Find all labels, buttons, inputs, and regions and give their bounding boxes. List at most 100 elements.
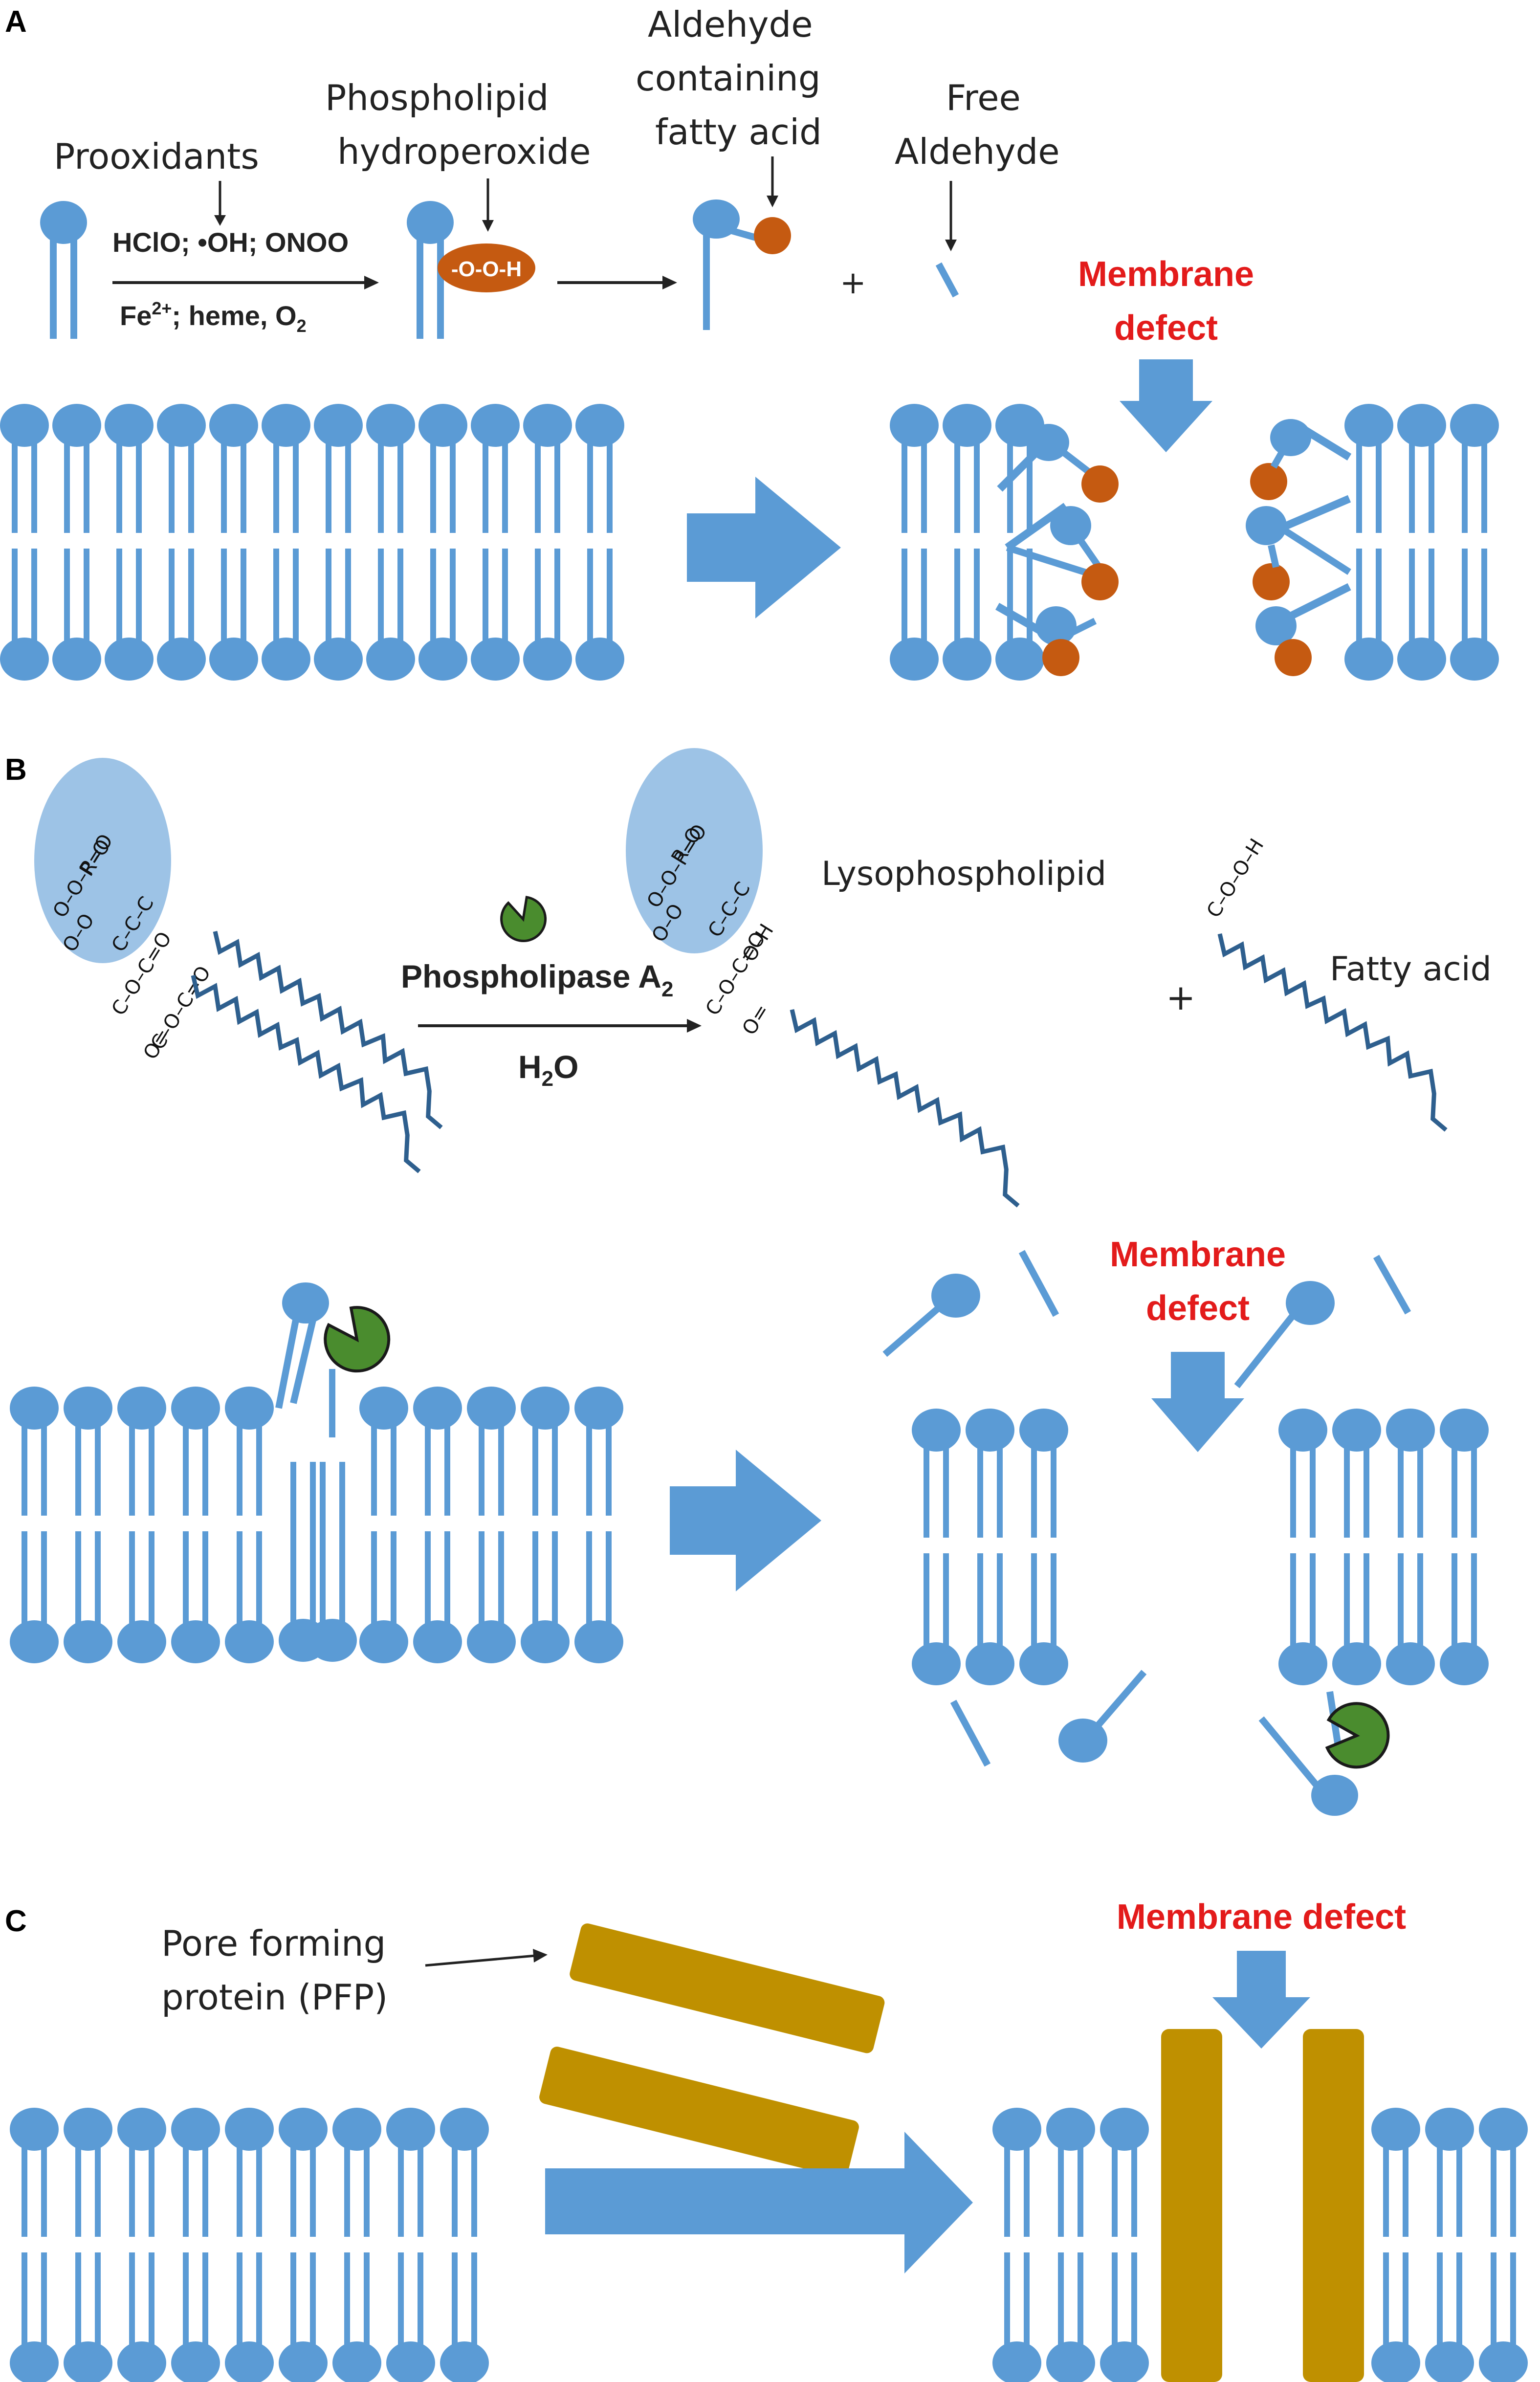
phospholipid-column xyxy=(966,1409,1014,1685)
hydroperoxide-bubble xyxy=(438,243,535,292)
phospholipid-hydroperoxide-label-1: Phospholipid xyxy=(325,77,549,118)
reagents-top: HClO; •OH; ONOO xyxy=(112,227,349,258)
prooxidants-group: Prooxidants xyxy=(54,136,259,226)
phospholipid-column xyxy=(1479,2108,1528,2382)
intact-bilayer-a xyxy=(0,404,624,681)
process-arrow-a xyxy=(687,477,841,618)
phospholipid-column xyxy=(1386,1409,1435,1685)
membrane-defect-b-1: Membrane xyxy=(1110,1235,1286,1274)
phospholipid-column xyxy=(171,2108,220,2382)
phospholipid-column xyxy=(1332,1409,1381,1685)
pfp-pore-right xyxy=(1303,2029,1364,2382)
hydroperoxide-group: Phospholipid hydroperoxide -O-O-H xyxy=(325,77,591,339)
phospholipid-column xyxy=(418,404,467,681)
phospholipid-column xyxy=(440,2108,489,2382)
pfp-label-2: protein (PFP) xyxy=(161,1977,388,2018)
panel-label-a: A xyxy=(5,5,27,39)
lysophospholipid-molecule: O–O–P=O R–O O–O C–C–C O–H C–O–C=O O= xyxy=(626,748,1020,1208)
svg-text:O=: O= xyxy=(738,1000,773,1039)
phospholipase-label: Phospholipase A2 xyxy=(401,958,673,1001)
phospholipid-column xyxy=(171,1387,220,1663)
membrane-defect-a-1: Membrane xyxy=(1078,255,1254,294)
free-aldehyde-group: Free Aldehyde xyxy=(895,77,1060,298)
plus-b: + xyxy=(1166,977,1195,1018)
phospholipid-column xyxy=(575,404,624,681)
phospholipid-column xyxy=(1100,2108,1149,2382)
membrane-defect-a-2: defect xyxy=(1114,309,1218,348)
phospholipid-column xyxy=(225,2108,274,2382)
aldehyde-label-1: Aldehyde xyxy=(648,4,813,45)
phospholipid-column xyxy=(467,1387,516,1663)
phospholipid-column xyxy=(386,2108,435,2382)
phosphatidylcholine: O–O–P=O R–O O–O C–C–C C–O–C=O C–O–C=O O= xyxy=(34,758,443,1173)
pfp-protein-1 xyxy=(570,1923,885,2053)
damaged-bilayer-a xyxy=(890,404,1499,681)
phospholipid-column xyxy=(359,1387,408,1663)
aldehyde-circle xyxy=(754,217,791,254)
phospholipid-column xyxy=(1046,2108,1095,2382)
water-label: H2O xyxy=(518,1049,579,1091)
aldehyde-fatty-acid-group: Aldehyde containing fatty acid xyxy=(636,4,822,330)
free-aldehyde-stick xyxy=(935,262,959,298)
phospholipid-column xyxy=(413,1387,462,1663)
pfp-protein-2 xyxy=(539,2047,859,2178)
phospholipid-column xyxy=(992,2108,1041,2382)
pore-bilayer-c xyxy=(992,2108,1528,2382)
phospholipid-column xyxy=(1425,2108,1474,2382)
phospholipid-column xyxy=(64,1387,112,1663)
defect-arrow-b xyxy=(1151,1352,1244,1452)
phospholipid-column xyxy=(117,1387,166,1663)
phospholipid-column xyxy=(209,404,258,681)
aldehyde-label-3: fatty acid xyxy=(655,111,822,153)
phospholipid-column xyxy=(225,1387,274,1663)
phospholipid-column xyxy=(471,404,520,681)
plus-a: + xyxy=(840,265,866,301)
phospholipid-column xyxy=(105,404,154,681)
phospholipid-column xyxy=(262,404,310,681)
phospholipid-column xyxy=(332,2108,381,2382)
pfp-pore-left xyxy=(1161,2029,1222,2382)
panel-label-b: B xyxy=(5,753,27,787)
phospholipid-column xyxy=(314,404,363,681)
intact-phospholipid xyxy=(40,201,87,339)
phospholipid-column xyxy=(52,404,101,681)
phospholipid-column xyxy=(521,1387,570,1663)
phospholipid-column xyxy=(64,2108,112,2382)
phospholipid-column xyxy=(1019,1409,1068,1685)
phospholipid-column xyxy=(1371,2108,1420,2382)
phospholipid-column xyxy=(1278,1409,1327,1685)
aldehyde-label-2: containing xyxy=(636,58,821,99)
phospholipid-column xyxy=(0,404,49,681)
phospholipid-column xyxy=(1440,1409,1489,1685)
phospholipid-column xyxy=(279,2108,328,2382)
phospholipid-hydroperoxide-label-2: hydroperoxide xyxy=(337,131,591,172)
phospholipid-column xyxy=(10,2108,59,2382)
fatty-acid-label: Fatty acid xyxy=(1330,950,1492,989)
pfp-label-1: Pore forming xyxy=(161,1923,386,1964)
phospholipid-column xyxy=(890,404,939,681)
phospholipid-column xyxy=(912,1409,961,1685)
scattered-lipids-b xyxy=(882,1250,1411,1816)
membrane-defect-c: Membrane defect xyxy=(1117,1897,1406,1937)
defect-arrow-a xyxy=(1120,359,1212,452)
hydroperoxide-text: -O-O-H xyxy=(451,257,522,281)
membrane-defect-b-2: defect xyxy=(1146,1289,1250,1328)
prooxidants-label: Prooxidants xyxy=(54,136,259,177)
phospholipid-column xyxy=(10,1387,59,1663)
phospholipid-column xyxy=(943,404,991,681)
phospholipid-column xyxy=(1450,404,1499,681)
free-aldehyde-label-1: Free xyxy=(946,77,1021,118)
process-arrow-b xyxy=(670,1450,821,1591)
oxidized-lipids-a xyxy=(995,419,1352,676)
damaged-bilayer-b xyxy=(912,1409,1489,1685)
phospholipid-column xyxy=(523,404,572,681)
phospholipid-column xyxy=(1344,404,1393,681)
phospholipid-column xyxy=(117,2108,166,2382)
phospholipid-column xyxy=(1397,404,1446,681)
pfp-pointer xyxy=(425,1954,536,1967)
phospholipase-icon-small xyxy=(498,895,549,945)
reagents-bottom: Fe2+; heme, O2 xyxy=(120,298,307,336)
svg-text:C–O–O–H: C–O–O–H xyxy=(1202,835,1268,922)
phospholipid-column xyxy=(574,1387,623,1663)
